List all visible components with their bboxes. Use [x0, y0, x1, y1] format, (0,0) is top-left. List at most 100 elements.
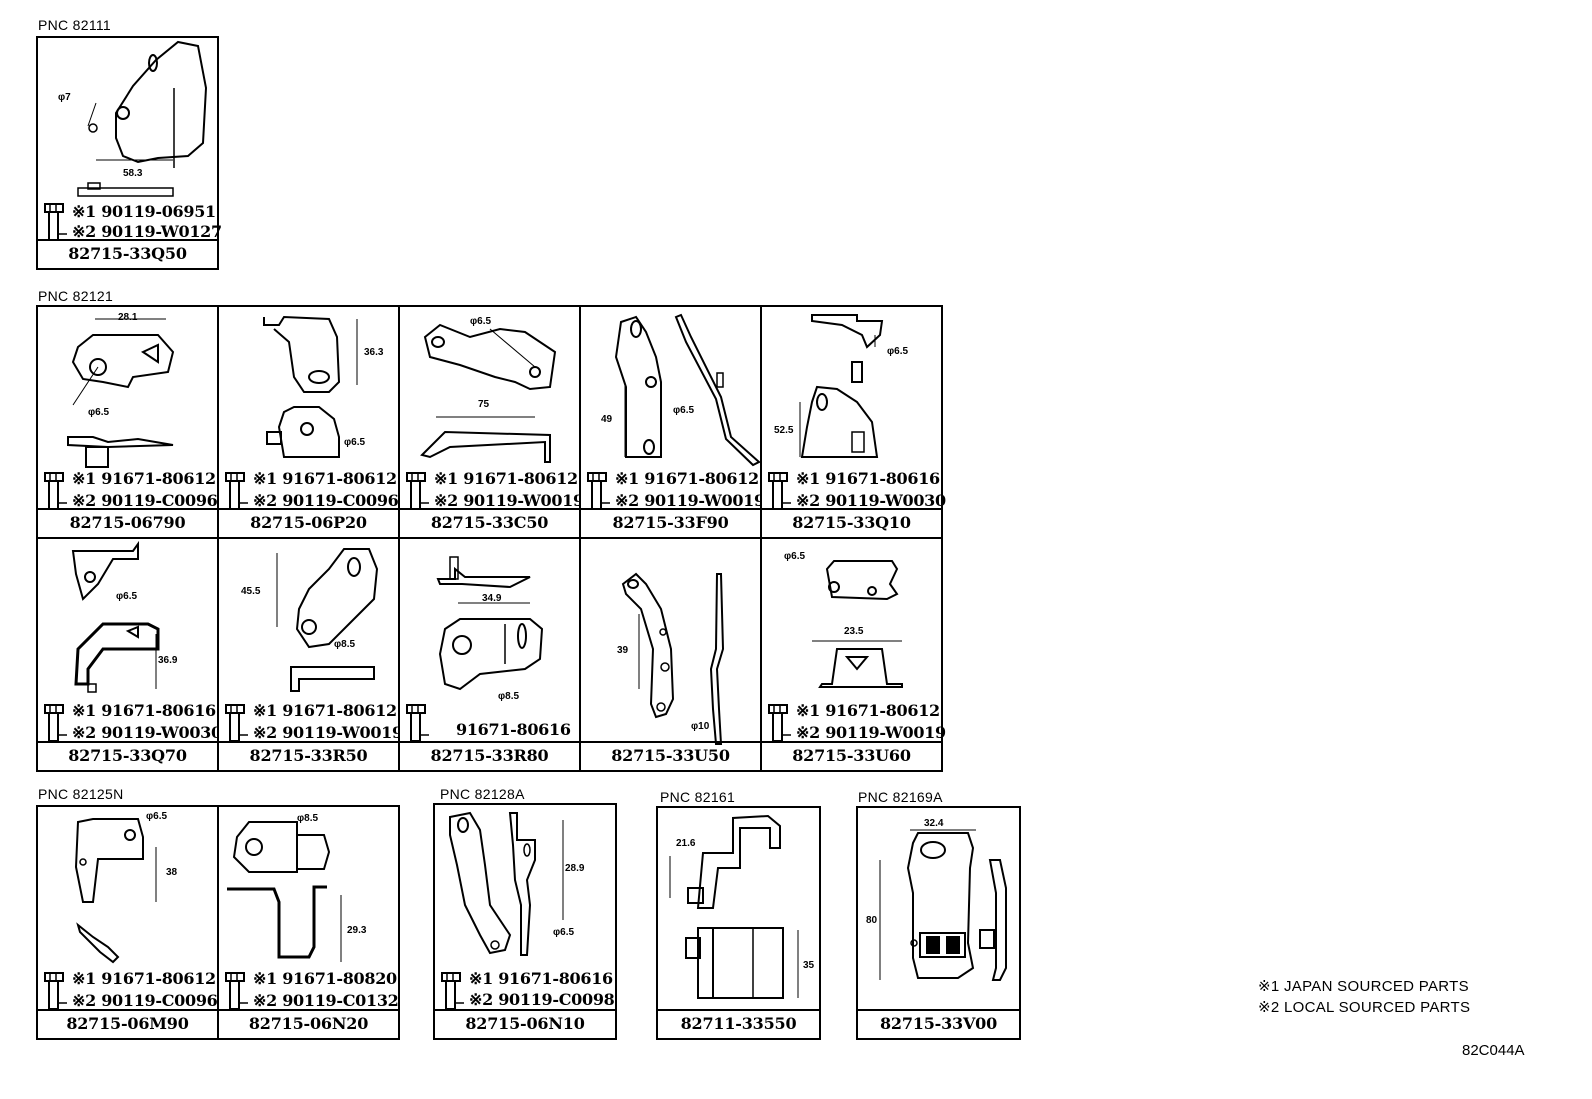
dimension-label: φ8.5: [498, 691, 519, 702]
dimension-label: 29.3: [347, 925, 367, 936]
part-number[interactable]: 82715-33C50: [400, 508, 579, 537]
part-drawing: 39 φ10: [617, 572, 725, 745]
part-number-japan: ※1 91671-80612: [434, 469, 578, 488]
part-number-japan: ※1 91671-80612: [72, 469, 216, 488]
part-number-local: ※2 90119-W0019: [796, 723, 946, 742]
part-cell-82715-33f90[interactable]: 49 φ6.5 ※1 91671-80612 ※2 90119-W0019 82…: [579, 305, 765, 539]
dimension-label: 28.1: [118, 312, 138, 323]
pnc-label: PNC 82125N: [38, 786, 124, 802]
part-number[interactable]: 82711-33550: [658, 1009, 819, 1038]
dimension-label: φ10: [691, 721, 710, 732]
dimension-label: 80: [866, 915, 878, 926]
part-number[interactable]: 82715-33F90: [581, 508, 760, 537]
part-number-japan: ※1 91671-80612: [253, 701, 397, 720]
part-number[interactable]: 82715-33Q70: [38, 741, 217, 770]
dimension-label: φ6.5: [553, 927, 574, 938]
dimension-label: 32.4: [924, 818, 944, 829]
dimension-label: 28.9: [565, 863, 585, 874]
bolt-icon: [768, 704, 791, 742]
dimension-label: φ6.5: [887, 346, 908, 357]
part-drawing: φ6.5 23.5: [784, 551, 903, 688]
bolt-icon: [406, 472, 429, 510]
part-cell-82715-06p20[interactable]: 36.3 φ6.5 ※1 91671-80612 ※2 90119-C0096 …: [217, 305, 400, 539]
dimension-label: φ6.5: [470, 316, 491, 327]
bolt-icon: [44, 972, 67, 1010]
bolt-icon: [768, 472, 791, 510]
part-cell-82715-33q50[interactable]: φ7 58.3 ※1 90119-06951 ※2 90119-W0127 82…: [36, 36, 222, 270]
part-cell-82715-33q70[interactable]: φ6.5 36.9 ※1 91671-80616 ※2 90119-W0030 …: [36, 537, 222, 772]
part-number[interactable]: 82715-06N10: [435, 1009, 615, 1038]
dimension-label: 58.3: [123, 168, 143, 179]
part-number[interactable]: 82715-33V00: [858, 1009, 1019, 1038]
part-drawing: φ7 58.3: [58, 40, 208, 197]
part-number[interactable]: 82715-33R50: [219, 741, 398, 770]
dimension-label: 45.5: [241, 586, 261, 597]
legend-japan-sourced: ※1 JAPAN SOURCED PARTS: [1258, 978, 1469, 995]
part-cell-82715-33u60[interactable]: φ6.5 23.5 ※1 91671-80612 ※2 90119-W0019 …: [760, 537, 946, 772]
part-cell-82715-33c50[interactable]: φ6.5 75 ※1 91671-80612 ※2 90119-W0019 82…: [398, 305, 584, 539]
bolt-icon: [587, 472, 610, 510]
part-number: 91671-80616: [456, 720, 571, 739]
part-number[interactable]: 82715-06N20: [219, 1009, 398, 1038]
part-drawing: φ8.5 29.3: [227, 813, 367, 962]
part-number-local: ※2 90119-C0096: [72, 991, 218, 1010]
dimension-label: 39: [617, 645, 629, 656]
dimension-label: φ8.5: [334, 639, 355, 650]
part-number-local: ※2 90119-C0096: [253, 491, 399, 510]
part-number-local: ※2 90119-W0030: [796, 491, 946, 510]
part-cell-82715-06n20[interactable]: φ8.5 29.3 ※1 91671-80820 ※2 90119-C0132 …: [217, 805, 400, 1040]
part-drawing: φ6.5 75: [420, 316, 557, 463]
part-number[interactable]: 82715-06P20: [219, 508, 398, 537]
part-cell-82715-33u50[interactable]: 39 φ10 82715-33U50: [579, 537, 762, 772]
part-number-local: ※2 90119-W0127: [72, 222, 222, 241]
part-number-japan: ※1 91671-80612: [796, 701, 940, 720]
part-drawing: 21.6 35: [669, 814, 815, 999]
bolt-icon: [225, 472, 248, 510]
legend-local-sourced: ※2 LOCAL SOURCED PARTS: [1258, 999, 1471, 1016]
part-number-japan: ※1 91671-80820: [253, 969, 397, 988]
part-cell-82715-33r80[interactable]: 34.9 φ8.5 91671-80616 82715-33R80: [398, 537, 581, 772]
part-number-japan: ※1 91671-80616: [796, 469, 940, 488]
diagram-code: 82C044A: [1462, 1042, 1525, 1059]
part-drawing: 49 φ6.5: [601, 313, 761, 467]
part-number[interactable]: 82715-33Q10: [762, 508, 941, 537]
part-cell-82715-33v00[interactable]: 32.4 80 82715-33V00: [856, 806, 1021, 1040]
part-number[interactable]: 82715-33Q50: [38, 239, 217, 268]
part-cell-82715-33q10[interactable]: φ6.5 52.5 ※1 91671-80616 ※2 90119-W0030 …: [760, 305, 946, 539]
part-drawing: 34.9 φ8.5: [436, 556, 544, 702]
part-number[interactable]: 82715-06790: [38, 508, 217, 537]
part-number-japan: ※1 91671-80616: [72, 701, 216, 720]
dimension-label: 21.6: [676, 838, 696, 849]
part-drawing: φ6.5 36.9: [71, 540, 178, 693]
bolt-icon: [44, 203, 67, 241]
pnc-label: PNC 82161: [660, 789, 736, 805]
part-number[interactable]: 82715-33U60: [762, 741, 941, 770]
dimension-label: 75: [478, 399, 490, 410]
part-drawing: 36.3 φ6.5: [263, 315, 384, 458]
part-number[interactable]: 82715-33U50: [581, 741, 760, 770]
dimension-label: φ6.5: [784, 551, 805, 562]
bolt-icon: [225, 972, 248, 1010]
bolt-icon: [44, 704, 67, 742]
part-cell-82715-33r50[interactable]: 45.5 φ8.5 ※1 91671-80612 ※2 90119-W0019 …: [217, 537, 403, 772]
part-number-japan: ※1 90119-06951: [72, 202, 216, 221]
part-number-japan: ※1 91671-80616: [469, 969, 613, 988]
part-drawing: 28.1 φ6.5: [67, 312, 175, 468]
part-number-local: ※2 90119-W0019: [434, 491, 584, 510]
bolt-icon: [225, 704, 248, 742]
part-cell-82715-06m90[interactable]: φ6.5 38 ※1 91671-80612 ※2 90119-C0096 82…: [36, 805, 219, 1040]
dimension-label: φ8.5: [297, 813, 318, 824]
bolt-icon: [441, 972, 464, 1010]
part-cell-82711-33550[interactable]: 21.6 35 82711-33550: [656, 806, 821, 1040]
part-drawing: 28.9 φ6.5: [449, 811, 585, 956]
part-number[interactable]: 82715-06M90: [38, 1009, 217, 1038]
part-number[interactable]: 82715-33R80: [400, 741, 579, 770]
part-number-local: ※2 90119-C0096: [72, 491, 218, 510]
part-cell-82715-06n10[interactable]: 28.9 φ6.5 ※1 91671-80616 ※2 90119-C0098 …: [433, 803, 617, 1040]
part-number-local: ※2 90119-W0030: [72, 723, 222, 742]
dimension-label: 34.9: [482, 593, 502, 604]
part-drawing: 32.4 80: [866, 818, 1007, 981]
dimension-label: 35: [803, 960, 815, 971]
dimension-label: φ6.5: [146, 811, 167, 822]
part-cell-82715-06790[interactable]: 28.1 φ6.5 ※1 91671-80612 ※2 90119-C0096 …: [36, 305, 219, 539]
